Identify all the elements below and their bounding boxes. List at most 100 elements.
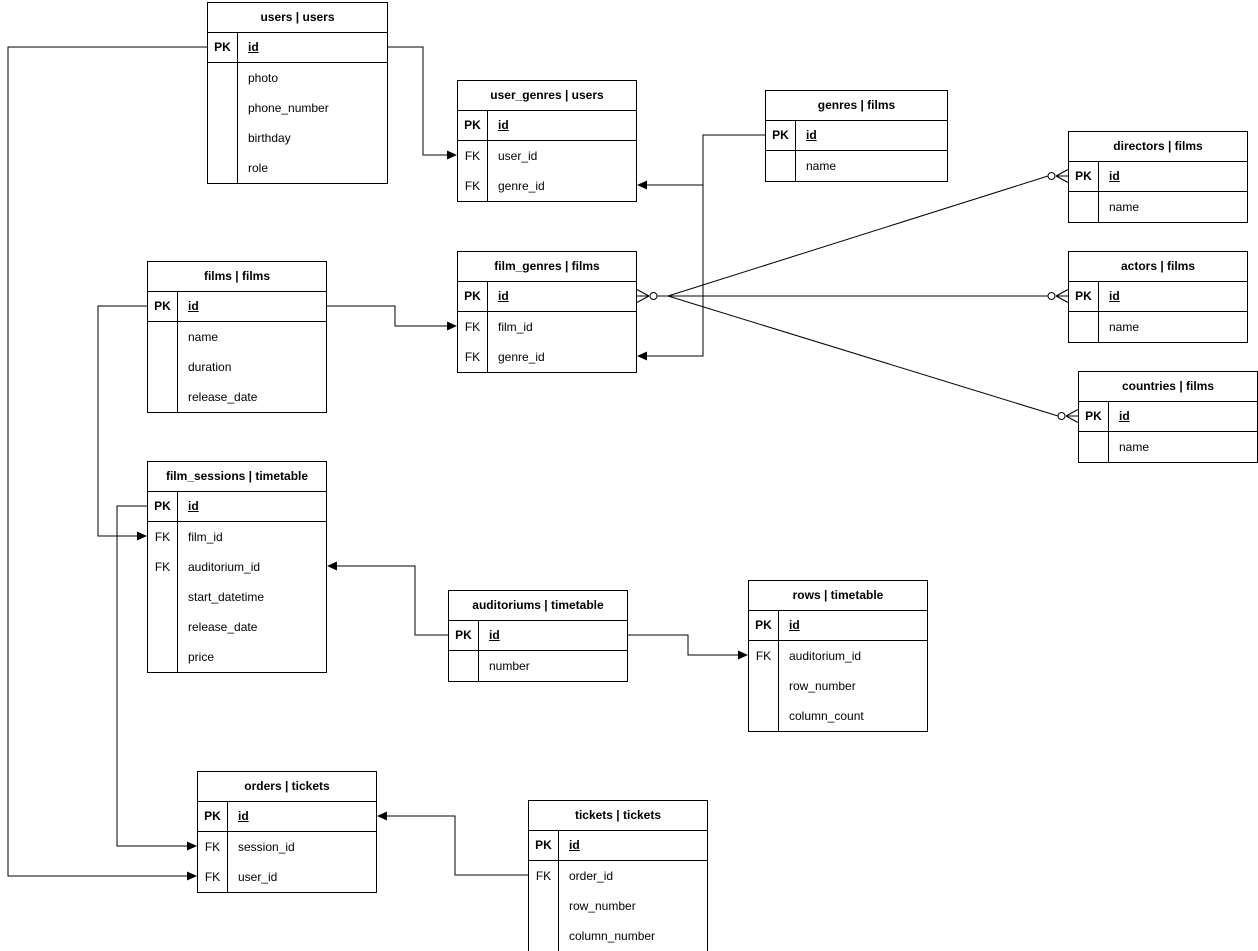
field-name: id: [498, 118, 509, 132]
field-name: number: [489, 659, 530, 673]
key-badge: PK: [529, 831, 559, 860]
field-name: film_id: [498, 320, 533, 334]
field-row-genre_id: FK genre_id: [458, 171, 636, 201]
field-name: column_number: [569, 929, 656, 943]
table-title: users | users: [208, 3, 387, 33]
relationship-film_genres-to-actors[interactable]: [636, 289, 1069, 303]
field-name: genre_id: [498, 179, 545, 193]
table-title: films | films: [148, 262, 326, 292]
field-name: name: [1109, 200, 1140, 214]
field-name: name: [806, 159, 837, 173]
key-badge: FK: [148, 552, 178, 582]
field-row-name: name: [1069, 312, 1247, 342]
key-badge: PK: [208, 33, 238, 62]
relationship-auditoriums-id-to-rows-auditorium_id[interactable]: [628, 634, 748, 660]
field-row-name: name: [1079, 432, 1257, 462]
table-title: auditoriums | timetable: [449, 591, 627, 621]
field-name: session_id: [238, 840, 295, 854]
key-badge: FK: [749, 641, 779, 671]
field-name: order_id: [569, 869, 614, 883]
table-title: user_genres | users: [458, 81, 636, 111]
field-name: id: [806, 128, 817, 142]
arrowhead-icon: [327, 561, 337, 571]
field-name: id: [248, 40, 259, 54]
field-row-number: number: [449, 651, 627, 681]
field-name: id: [1119, 409, 1130, 423]
table-title: directors | films: [1069, 132, 1247, 162]
table-title: rows | timetable: [749, 581, 927, 611]
key-badge: PK: [749, 611, 779, 640]
crowfoot-zero-or-many-icon: [1057, 409, 1079, 423]
field-name: phone_number: [248, 101, 329, 115]
relationship-film_genres-to-directors[interactable]: [667, 169, 1069, 297]
field-name: release_date: [188, 390, 258, 404]
relationship-users-id-to-user_genres-user_id[interactable]: [388, 46, 457, 160]
key-badge: [749, 671, 779, 701]
field-row-duration: duration: [148, 352, 326, 382]
key-badge: FK: [198, 832, 228, 862]
arrowhead-icon: [137, 531, 147, 541]
key-badge: PK: [458, 282, 488, 311]
field-row-release_date: release_date: [148, 382, 326, 412]
arrowhead-icon: [637, 180, 647, 190]
key-badge: [148, 582, 178, 612]
table-title: actors | films: [1069, 252, 1247, 282]
relationship-tickets-order_id-to-orders-id[interactable]: [377, 811, 528, 876]
key-badge: [208, 93, 238, 123]
field-name: photo: [248, 71, 279, 85]
field-row-name: name: [148, 322, 326, 352]
arrowhead-icon: [447, 150, 457, 160]
relationship-genres-id-to-film_genres-genre_id[interactable]: [637, 185, 704, 361]
field-row-phone_number: phone_number: [208, 93, 387, 123]
relationship-auditoriums-id-to-film_sessions-auditorium_id[interactable]: [327, 561, 448, 636]
relationship-films-id-to-film_sessions-film_id[interactable]: [97, 305, 147, 541]
table-title: film_sessions | timetable: [148, 462, 326, 492]
field-name: id: [569, 838, 580, 852]
field-name: genre_id: [498, 350, 545, 364]
relationship-genres-id-to-user_genres-genre_id[interactable]: [637, 134, 765, 190]
key-badge: [148, 322, 178, 352]
field-name: column_count: [789, 709, 864, 723]
field-name: film_id: [188, 530, 223, 544]
key-badge: FK: [458, 171, 488, 201]
field-name: id: [489, 628, 500, 642]
key-badge: [766, 151, 796, 181]
field-name: id: [188, 499, 199, 513]
relationship-films-id-to-film_genres-film_id[interactable]: [327, 305, 457, 331]
field-name: user_id: [238, 870, 278, 884]
key-badge: [148, 642, 178, 672]
field-row-price: price: [148, 642, 326, 672]
field-name: auditorium_id: [188, 560, 261, 574]
field-row-row_number: row_number: [749, 671, 927, 701]
table-title: tickets | tickets: [529, 801, 707, 831]
key-badge: PK: [449, 621, 479, 650]
key-badge: [1069, 192, 1099, 222]
relationship-film_genres-to-countries[interactable]: [667, 295, 1079, 423]
key-badge: [529, 891, 559, 921]
key-badge: [1079, 432, 1109, 462]
field-name: role: [248, 161, 269, 175]
arrowhead-icon: [738, 650, 748, 660]
